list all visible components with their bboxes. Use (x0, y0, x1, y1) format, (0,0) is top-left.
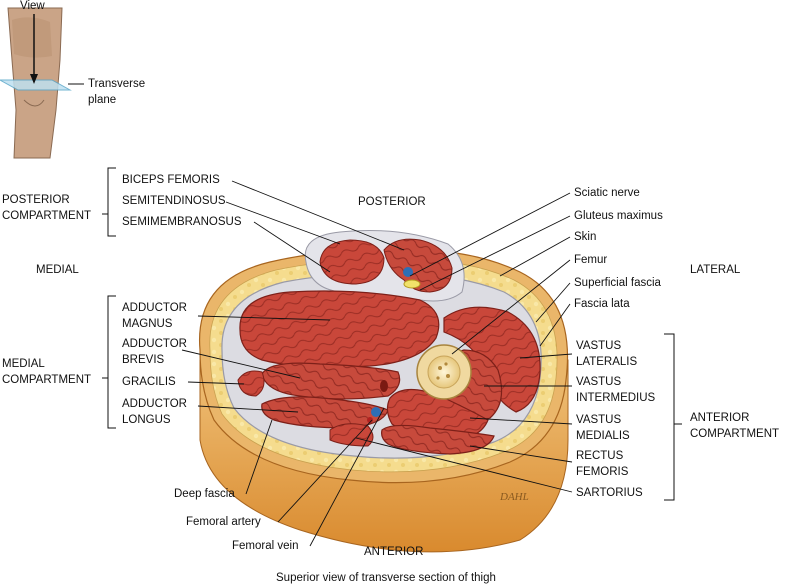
posterior-compartment-label: POSTERIOR COMPARTMENT (2, 194, 92, 222)
vastus-lateralis-label: VASTUS LATERALIS (576, 340, 638, 368)
lateral-orientation: LATERAL (690, 264, 741, 276)
adductor-magnus-label: ADDUCTOR MAGNUS (122, 302, 187, 330)
adductor-brevis-label: ADDUCTOR BREVIS (122, 338, 187, 366)
gracilis-label: GRACILIS (122, 376, 176, 388)
semimembranosus-label: SEMIMEMBRANOSUS (122, 216, 242, 228)
transverse-plane-label: Transverse plane (88, 78, 146, 106)
biceps-femoris-label: BICEPS FEMORIS (122, 174, 220, 186)
superficial-fascia-label: Superficial fascia (574, 277, 661, 289)
gluteus-maximus-label: Gluteus maximus (574, 210, 663, 222)
leg-thumbnail (0, 7, 84, 159)
leader-lines (181, 180, 573, 547)
brackets (102, 167, 682, 501)
femoral-artery-label: Femoral artery (186, 516, 261, 528)
rectus-femoris-label: RECTUS FEMORIS (576, 450, 629, 478)
figure-caption: Superior view of transverse section of t… (276, 572, 496, 584)
skin-label: Skin (574, 231, 597, 243)
sartorius-label: SARTORIUS (576, 487, 643, 499)
view-label: View (20, 0, 45, 12)
vastus-intermedius-label: VASTUS INTERMEDIUS (576, 376, 656, 404)
deep-fascia-label: Deep fascia (174, 488, 235, 500)
anterior-compartment-label: ANTERIOR COMPARTMENT (690, 412, 780, 440)
medial-orientation: MEDIAL (36, 264, 79, 276)
anterior-orientation: ANTERIOR (364, 546, 424, 558)
sciatic-nerve-label: Sciatic nerve (574, 187, 640, 199)
vastus-medialis-label: VASTUS MEDIALIS (576, 414, 630, 442)
fascia-lata-label: Fascia lata (574, 298, 630, 310)
femur-label: Femur (574, 254, 608, 266)
artist-signature: DAHL (499, 491, 529, 503)
femoral-vein-label: Femoral vein (232, 540, 299, 552)
medial-compartment-label: MEDIAL COMPARTMENT (2, 358, 92, 386)
posterior-orientation: POSTERIOR (358, 196, 426, 208)
semitendinosus-label: SEMITENDINOSUS (122, 195, 226, 207)
cross-section (198, 230, 569, 553)
adductor-longus-label: ADDUCTOR LONGUS (122, 398, 187, 426)
